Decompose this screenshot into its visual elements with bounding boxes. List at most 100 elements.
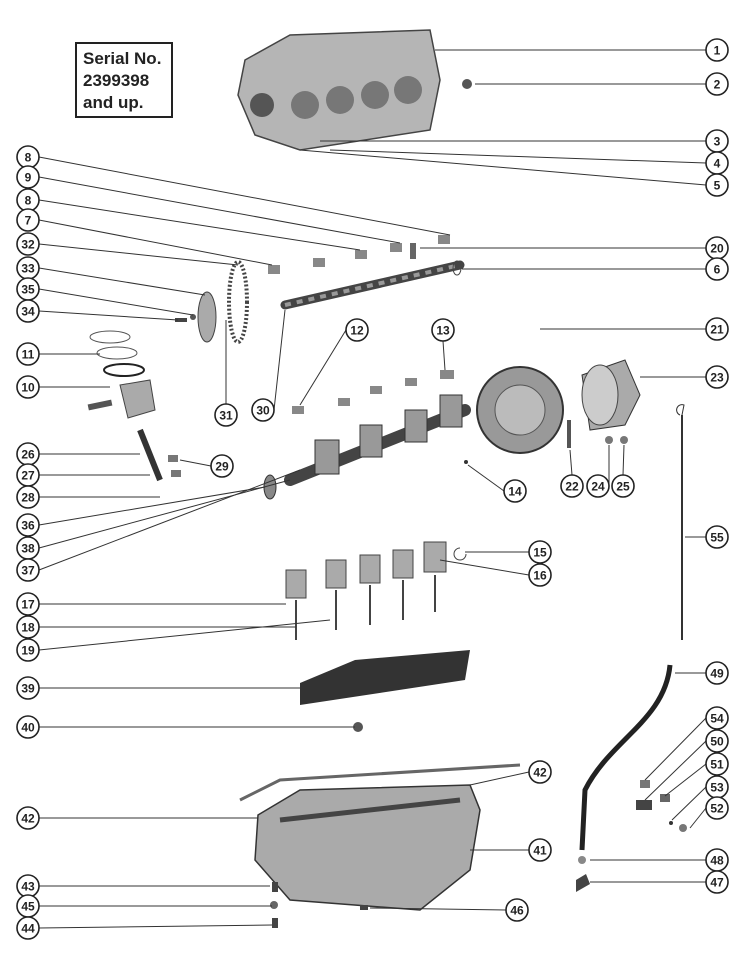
callout-34: 34 [16, 299, 179, 323]
callout-5: 5 [299, 149, 729, 197]
callout-number: 11 [22, 348, 35, 362]
cam-bearings [268, 235, 462, 276]
callout-circle [705, 752, 729, 776]
callout-circle [16, 676, 40, 700]
leader-line [329, 149, 707, 164]
callout-circle [16, 615, 40, 639]
callout-30: 30 [251, 309, 286, 422]
callout-number: 20 [710, 242, 724, 256]
callout-number: 33 [21, 262, 35, 276]
crankshaft [263, 394, 471, 500]
leader-line [38, 486, 266, 526]
callout-number: 49 [710, 667, 724, 681]
callout-layer: 1234520621235549545051535248478987323335… [16, 38, 729, 940]
callout-number: 26 [21, 448, 35, 462]
callout-39: 39 [16, 676, 300, 700]
callout-circle [16, 208, 40, 232]
leader-line [179, 459, 212, 467]
callout-23: 23 [640, 365, 729, 389]
callout-circle [705, 729, 729, 753]
callout-number: 4 [714, 157, 721, 171]
callout-42: 42 [469, 760, 552, 786]
leader-line [38, 176, 401, 244]
serial-line-1: Serial No. [83, 49, 162, 68]
callout-19: 19 [16, 619, 331, 662]
callout-circle [214, 403, 238, 427]
callout-circle [16, 638, 40, 662]
timing-sprocket-chain [175, 260, 249, 344]
leader-line [38, 267, 206, 296]
callout-35: 35 [16, 277, 194, 316]
callout-number: 27 [21, 469, 35, 483]
callout-38: 38 [16, 479, 291, 560]
callout-17: 17 [16, 592, 286, 616]
callout-number: 41 [533, 844, 547, 858]
leader-line [38, 310, 179, 321]
callout-number: 5 [714, 179, 721, 193]
callout-circle [16, 232, 40, 256]
callout-44: 44 [16, 916, 273, 940]
main-bearing-caps [285, 541, 467, 640]
callout-circle [16, 513, 40, 537]
callout-circle [586, 474, 610, 498]
callout-circle [16, 165, 40, 189]
callout-circle [528, 838, 552, 862]
dipstick-tube [576, 404, 687, 892]
leader-line [38, 219, 273, 266]
callout-circle [16, 342, 40, 366]
main-bearings [292, 370, 454, 414]
leader-line [442, 340, 446, 371]
callout-number: 6 [714, 263, 721, 277]
callout-number: 17 [21, 598, 35, 612]
callout-number: 38 [21, 542, 35, 556]
callout-15: 15 [465, 540, 552, 564]
callout-22: 22 [560, 449, 584, 498]
callout-40: 40 [16, 715, 355, 739]
callout-number: 13 [436, 324, 450, 338]
callout-number: 22 [565, 480, 579, 494]
callout-number: 36 [21, 519, 35, 533]
callout-number: 37 [21, 564, 35, 578]
callout-number: 1 [714, 44, 721, 58]
callout-11: 11 [16, 342, 100, 366]
callout-circle [705, 72, 729, 96]
callout-51: 51 [664, 752, 729, 797]
callout-circle [705, 38, 729, 62]
harmonic-balancer [464, 359, 641, 464]
callout-number: 24 [591, 480, 605, 494]
callout-circle [16, 916, 40, 940]
callout-1: 1 [435, 38, 729, 62]
callout-circle [705, 257, 729, 281]
callout-number: 3 [714, 135, 721, 149]
callout-number: 8 [25, 194, 32, 208]
callout-number: 12 [350, 324, 364, 338]
callout-13: 13 [431, 318, 455, 371]
leader-line [689, 807, 707, 829]
camshaft [280, 260, 465, 310]
callout-number: 44 [21, 922, 35, 936]
leader-line [38, 619, 331, 651]
leader-line [299, 329, 347, 406]
callout-circle [16, 592, 40, 616]
callout-circle [705, 870, 729, 894]
leader-line [273, 309, 286, 411]
engine-block [237, 29, 441, 151]
callout-8: 8 [16, 188, 361, 251]
callout-number: 40 [21, 721, 35, 735]
leader-line [467, 464, 505, 492]
callout-circle [705, 706, 729, 730]
callout-circle [16, 715, 40, 739]
callout-28: 28 [16, 485, 160, 509]
callout-circle [16, 299, 40, 323]
leader-line [671, 786, 707, 821]
callout-number: 8 [25, 151, 32, 165]
leader-line [644, 717, 707, 781]
callout-43: 43 [16, 874, 270, 898]
callout-9: 9 [16, 165, 401, 244]
callout-46: 46 [369, 898, 529, 922]
callout-number: 48 [710, 854, 724, 868]
leader-line [38, 924, 273, 929]
plug-part [462, 79, 472, 89]
